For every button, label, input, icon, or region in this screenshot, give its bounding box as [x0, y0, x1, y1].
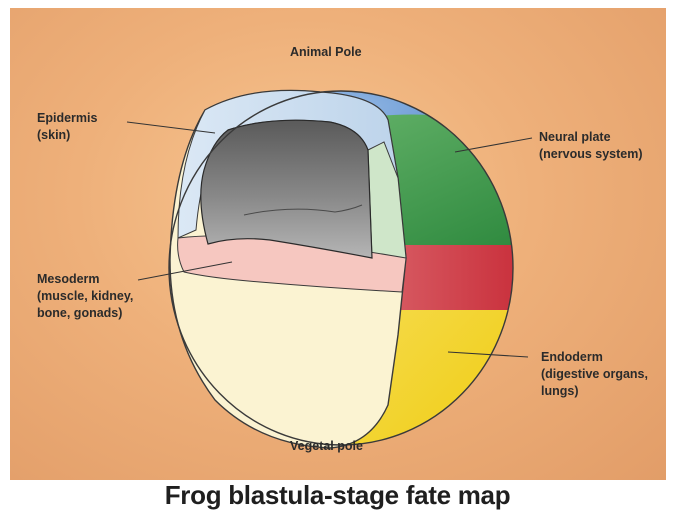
figure-title: Frog blastula-stage fate map: [0, 478, 675, 512]
epidermis-label-line1: Epidermis: [37, 110, 97, 127]
vegetal-pole-label: Vegetal pole: [290, 438, 363, 455]
mesoderm-label-line1: Mesoderm: [37, 271, 133, 288]
endoderm-label: Endoderm (digestive organs, lungs): [541, 349, 648, 400]
endoderm-label-line1: Endoderm: [541, 349, 648, 366]
endoderm-label-line2: (digestive organs,: [541, 366, 648, 383]
mesoderm-label: Mesoderm (muscle, kidney, bone, gonads): [37, 271, 133, 322]
epidermis-label: Epidermis (skin): [37, 110, 97, 144]
endoderm-label-line3: lungs): [541, 383, 648, 400]
neural-plate-leader: [455, 138, 532, 152]
epidermis-label-line2: (skin): [37, 127, 97, 144]
neural-plate-label-line1: Neural plate: [539, 129, 643, 146]
mesoderm-label-line3: bone, gonads): [37, 305, 133, 322]
neural-plate-label: Neural plate (nervous system): [539, 129, 643, 163]
animal-pole-label: Animal Pole: [290, 44, 362, 61]
mesoderm-label-line2: (muscle, kidney,: [37, 288, 133, 305]
neural-plate-label-line2: (nervous system): [539, 146, 643, 163]
blastocoel-cavity: [201, 120, 372, 258]
